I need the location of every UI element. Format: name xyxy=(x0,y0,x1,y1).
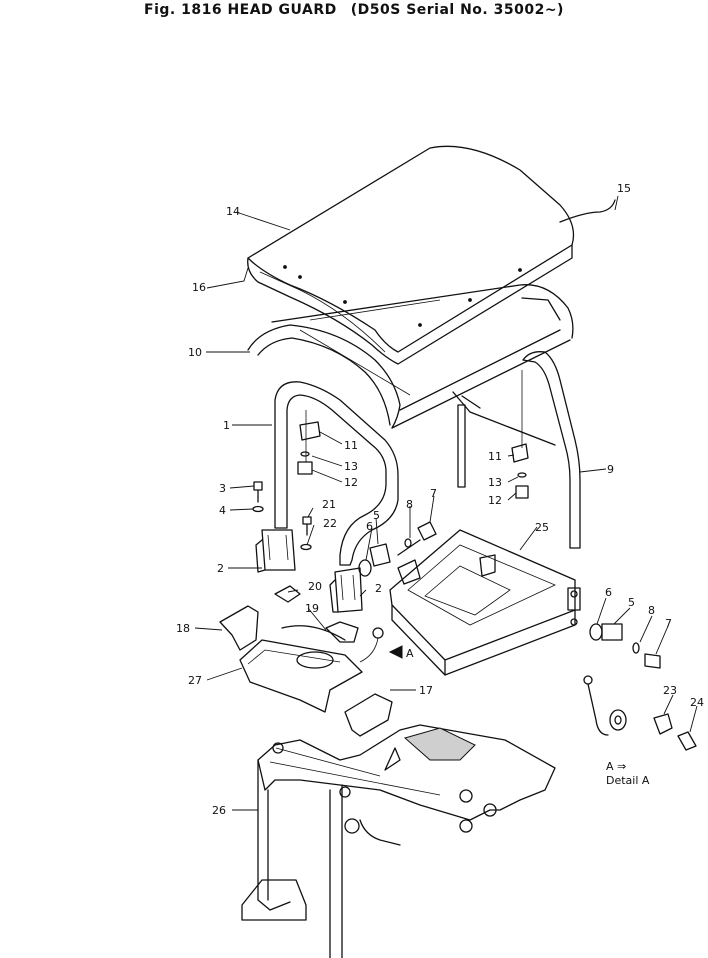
callout-8-lower: 8 xyxy=(648,604,655,617)
clamp-11-right xyxy=(511,443,529,463)
washer-13-left xyxy=(300,451,310,457)
callout-6-upper: 6 xyxy=(366,520,373,533)
callout-13-left: 13 xyxy=(344,460,358,473)
callout-27: 27 xyxy=(188,674,202,687)
callout-1: 1 xyxy=(223,419,230,432)
plate-20 xyxy=(274,585,301,603)
callout-25: 25 xyxy=(535,521,549,534)
callout-17: 17 xyxy=(419,684,433,697)
right-pillar xyxy=(522,351,581,549)
pillar-bracket-right xyxy=(329,567,363,613)
callout-16: 16 xyxy=(192,281,206,294)
washer-8-lower xyxy=(632,642,640,654)
plate-19 xyxy=(325,621,359,643)
callout-12-right: 12 xyxy=(488,494,502,507)
nut-12-right xyxy=(515,485,529,499)
bolt-7-upper xyxy=(397,521,437,556)
callout-4: 4 xyxy=(219,504,226,517)
callout-3: 3 xyxy=(219,482,226,495)
callout-9: 9 xyxy=(607,463,614,476)
callout-13-right: 13 xyxy=(488,476,502,489)
callout-8-upper: 8 xyxy=(406,498,413,511)
figure-title-line: Fig. 1816 HEAD GUARD (D50S Serial No. 350… xyxy=(0,2,708,18)
callout-7-upper: 7 xyxy=(430,487,437,500)
console-cover xyxy=(239,625,403,713)
callout-24: 24 xyxy=(690,696,704,709)
canopy-roof xyxy=(247,145,575,365)
callout-11-left: 11 xyxy=(344,439,358,452)
wire-harness xyxy=(559,199,616,223)
clamp-11-left xyxy=(299,421,321,441)
callout-19: 19 xyxy=(305,602,319,615)
detail-a-label: Detail A xyxy=(606,774,650,787)
callout-14: 14 xyxy=(226,205,240,218)
floor-frame xyxy=(389,529,581,676)
clamp-5-upper xyxy=(369,543,391,567)
callout-11-right: 11 xyxy=(488,450,502,463)
callout-15: 15 xyxy=(617,182,631,195)
bushing-6-upper xyxy=(358,559,372,577)
callout-23: 23 xyxy=(663,684,677,697)
callout-labels: 14 15 16 10 1 3 4 2 18 27 26 17 19 20 21… xyxy=(176,182,704,817)
bolt-21 xyxy=(302,516,312,536)
side-panel-17 xyxy=(344,693,393,737)
callout-12-left: 12 xyxy=(344,476,358,489)
callout-7-lower: 7 xyxy=(665,617,672,630)
bolt-7-lower xyxy=(644,653,661,669)
callout-21: 21 xyxy=(322,498,336,511)
callout-2-right: 2 xyxy=(375,582,382,595)
washer-22 xyxy=(300,543,312,551)
callout-6-lower: 6 xyxy=(605,586,612,599)
callout-22: 22 xyxy=(323,517,337,530)
bushing-6-lower xyxy=(589,623,603,641)
machine-body xyxy=(241,724,556,958)
washer-13-right xyxy=(517,472,527,478)
pillar-bracket-left xyxy=(255,529,296,573)
callout-18: 18 xyxy=(176,622,190,635)
callout-5-lower: 5 xyxy=(628,596,635,609)
detail-a-view xyxy=(583,675,697,751)
side-panel-18 xyxy=(219,605,259,651)
callout-26: 26 xyxy=(212,804,226,817)
figure-subtitle: (D50S Serial No. 35002~) xyxy=(350,2,564,18)
detail-view-label: A ⇒ xyxy=(606,760,626,773)
clamp-5-lower xyxy=(601,623,623,641)
leader-lines xyxy=(194,195,698,811)
nut-12-left xyxy=(297,461,313,475)
view-arrow-letter: A xyxy=(406,647,414,660)
callout-2-left: 2 xyxy=(217,562,224,575)
callout-20: 20 xyxy=(308,580,322,593)
washer-4 xyxy=(252,505,264,513)
bolt-3 xyxy=(253,481,263,503)
canopy-frame xyxy=(247,284,574,488)
figure-title: Fig. 1816 HEAD GUARD xyxy=(144,2,337,18)
washer-8-upper xyxy=(404,538,412,548)
left-pillar xyxy=(274,381,399,566)
callout-10: 10 xyxy=(188,346,202,359)
callout-5-upper: 5 xyxy=(373,509,380,522)
